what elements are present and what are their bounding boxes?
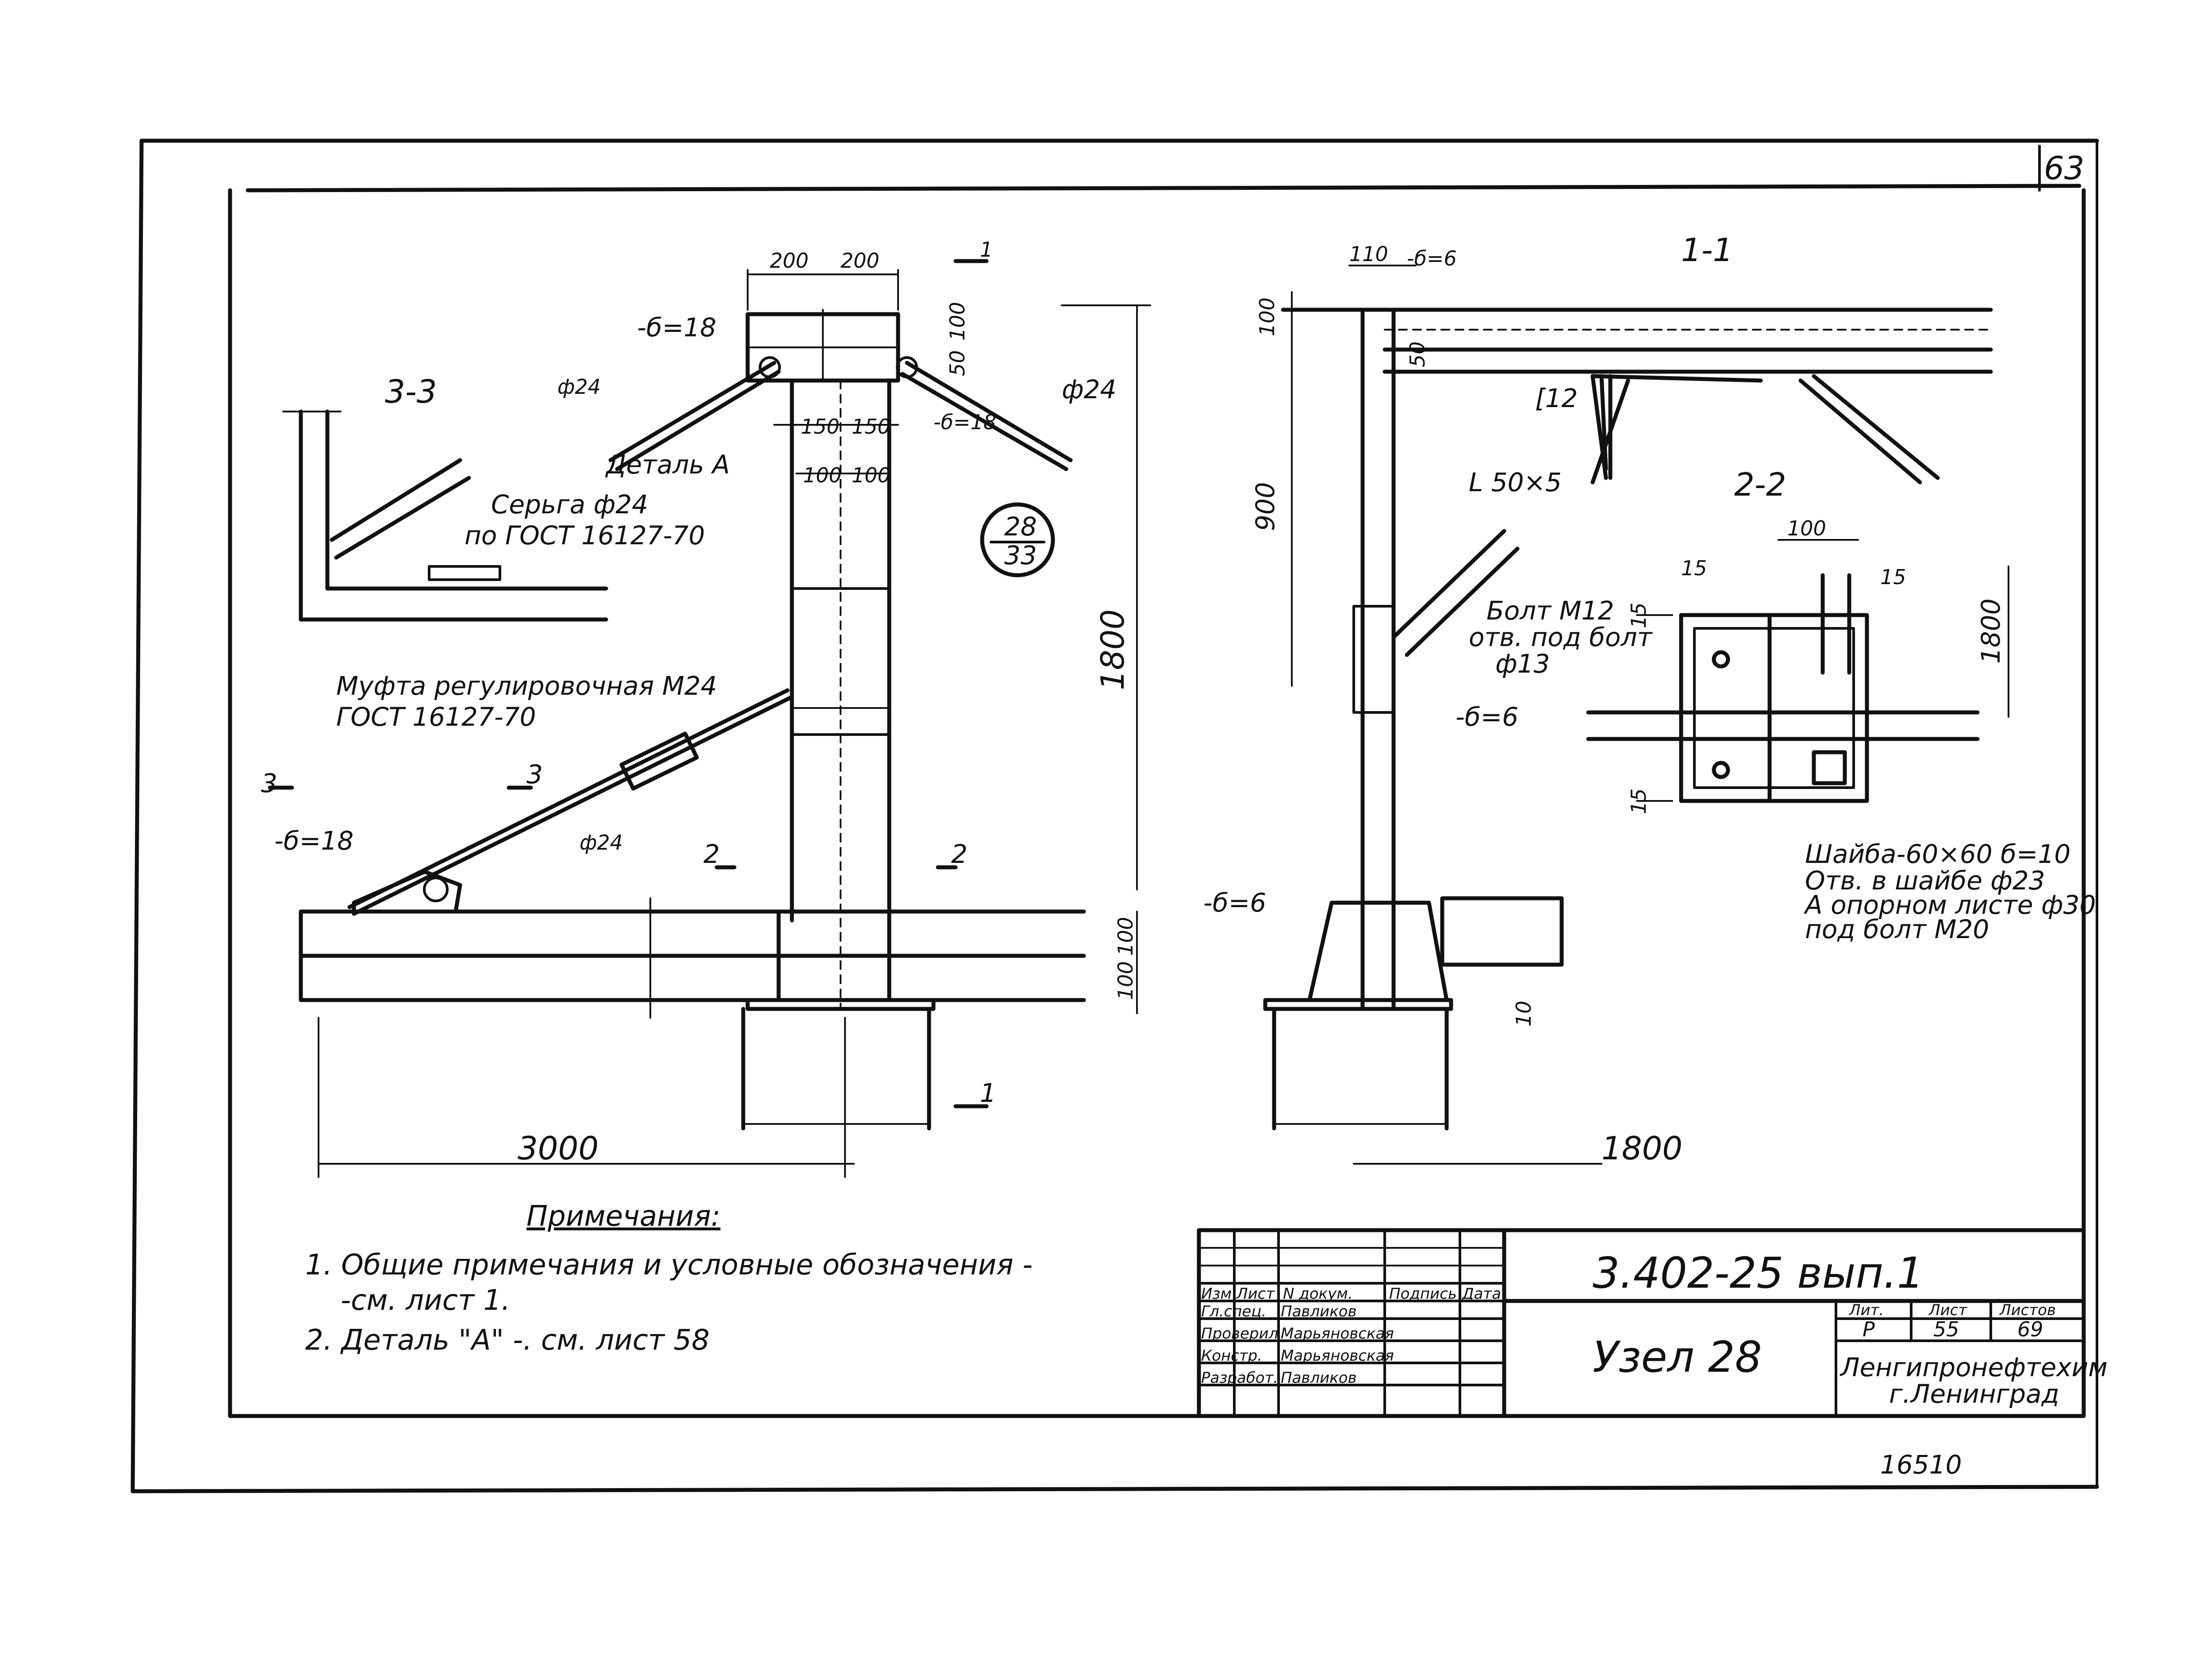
sheet-frame bbox=[131, 139, 2099, 1493]
angle-label: L 50×5 bbox=[1469, 467, 1562, 497]
dim-mid2-right: 100 bbox=[852, 463, 891, 487]
dim-10: 10 bbox=[1512, 1000, 1536, 1027]
washer-line-3: А опорном листе ф30 bbox=[1803, 890, 2096, 920]
plate-right-label: -б=18 bbox=[933, 410, 996, 434]
stage-header: Лит. bbox=[1848, 1301, 1884, 1319]
dim-110: 110 bbox=[1349, 242, 1388, 266]
sheets-header: Листов bbox=[1999, 1301, 2056, 1319]
dim-15-d: 15 bbox=[1627, 788, 1651, 814]
washer-line-4: под болт М20 bbox=[1805, 914, 1989, 944]
organization-name: Ленгипронефтехим bbox=[1839, 1352, 2108, 1382]
rod-right-label: ф24 bbox=[1062, 374, 1116, 404]
section-mark-2-right: 2 bbox=[951, 839, 968, 869]
note-line-2: -см. лист 1. bbox=[341, 1284, 511, 1317]
tb-name-2: Марьяновская bbox=[1281, 1325, 1394, 1343]
plate-base-label: -б=6 bbox=[1203, 888, 1266, 918]
section-mark-3-right: 3 bbox=[526, 759, 543, 789]
dim-mid-right: 150 bbox=[852, 415, 891, 439]
left-elevation bbox=[268, 259, 1151, 1178]
channel-label: [12 bbox=[1535, 383, 1578, 413]
tb-role-4: Разработ. bbox=[1201, 1369, 1278, 1387]
page-number: 63 bbox=[2044, 150, 2085, 187]
coupling-gost: ГОСТ 16127-70 bbox=[336, 702, 536, 732]
dim-15-b: 15 bbox=[1880, 565, 1906, 589]
plate-6-top: -б=6 bbox=[1407, 246, 1457, 270]
bolt-hole-label: отв. под болт bbox=[1469, 622, 1653, 652]
dim-1800-1-1: 1800 bbox=[1601, 1130, 1682, 1167]
dim-right-100a: 100 bbox=[1114, 917, 1137, 956]
section-mark-2-left: 2 bbox=[703, 839, 720, 869]
document-code: 3.402-25 вып.1 bbox=[1593, 1248, 1924, 1298]
tb-name-1: Павликов bbox=[1281, 1303, 1357, 1320]
tb-role-1: Гл.спец. bbox=[1201, 1303, 1266, 1320]
tb-hdr-izm: Изм bbox=[1201, 1285, 1232, 1303]
bolt-dia-label: ф13 bbox=[1495, 649, 1550, 679]
dim-50-1-1: 50 bbox=[1406, 341, 1429, 367]
tb-hdr-date: Дата bbox=[1461, 1285, 1501, 1303]
tb-hdr-doc: N докум. bbox=[1283, 1285, 1353, 1303]
dim-15-c: 15 bbox=[1627, 602, 1651, 628]
plate-low-label: -б=18 bbox=[274, 826, 353, 856]
drawing-name: Узел 28 bbox=[1593, 1332, 1762, 1382]
earring-gost: по ГОСТ 16127-70 bbox=[465, 520, 705, 550]
dim-100-2-2: 100 bbox=[1787, 516, 1826, 540]
dim-1800-2-2: 1800 bbox=[1976, 598, 2006, 664]
section-3-3 bbox=[282, 409, 608, 622]
tb-name-4: Павликов bbox=[1281, 1369, 1357, 1387]
plate-mid-label: -б=6 bbox=[1455, 702, 1518, 732]
dim-top-left: 200 bbox=[770, 249, 809, 273]
sheets-value: 69 bbox=[2017, 1317, 2043, 1341]
dim-right-100b: 100 bbox=[1114, 961, 1137, 1000]
bolt-label: Болт М12 bbox=[1486, 596, 1614, 626]
tb-hdr-sign: Подпись bbox=[1389, 1285, 1457, 1303]
section-1-1 bbox=[1263, 265, 1993, 1165]
dim-mid-left: 150 bbox=[801, 415, 840, 439]
dim-side-100: 100 bbox=[945, 302, 969, 341]
stage-value: Р bbox=[1863, 1317, 1875, 1341]
dim-height-1800: 1800 bbox=[1094, 609, 1131, 690]
dim-900: 900 bbox=[1250, 482, 1280, 531]
archive-number: 16510 bbox=[1880, 1450, 1962, 1480]
coupling-label: Муфта регулировочная М24 bbox=[336, 671, 717, 701]
circle-ref-bottom: 33 bbox=[1004, 540, 1037, 570]
section-2-2 bbox=[1586, 539, 2009, 803]
circle-ref-top: 28 bbox=[1004, 512, 1037, 542]
organization-city: г.Ленинград bbox=[1889, 1379, 2059, 1409]
section-mark-1-bottom: 1 bbox=[980, 1078, 996, 1108]
section-3-3-title: 3-3 bbox=[385, 373, 437, 410]
tb-role-2: Проверил bbox=[1201, 1325, 1278, 1343]
note-line-1: 1. Общие примечания и условные обозначен… bbox=[305, 1249, 1033, 1281]
section-2-2-title: 2-2 bbox=[1734, 466, 1786, 503]
detail-ref-label: Деталь А bbox=[605, 450, 730, 480]
washer-line-2: Отв. в шайбе ф23 bbox=[1805, 866, 2045, 896]
tb-role-3: Констр. bbox=[1201, 1347, 1262, 1365]
tb-hdr-list: Лист bbox=[1236, 1285, 1275, 1303]
section-mark-1-top: 1 bbox=[980, 238, 993, 262]
earring-label: Серьга ф24 bbox=[491, 489, 648, 519]
dim-side-50: 50 bbox=[945, 350, 969, 376]
sheet-header: Лист bbox=[1928, 1301, 1967, 1319]
title-block bbox=[1197, 1228, 2086, 1418]
section-1-1-title: 1-1 bbox=[1681, 231, 1733, 269]
rod-left-label: ф24 bbox=[557, 375, 601, 399]
notes-title: Примечания: bbox=[526, 1200, 721, 1233]
circle-reference bbox=[980, 502, 1055, 577]
note-line-3: 2. Деталь "А" -. см. лист 58 bbox=[305, 1324, 710, 1357]
rod-low-label: ф24 bbox=[580, 831, 623, 854]
washer-line-1: Шайба-60×60 б=10 bbox=[1805, 839, 2070, 869]
tb-name-3: Марьяновская bbox=[1281, 1347, 1394, 1365]
dim-15-a: 15 bbox=[1681, 556, 1707, 580]
dim-span-3000: 3000 bbox=[518, 1130, 599, 1167]
dim-top-right: 200 bbox=[841, 249, 879, 273]
dim-mid2-left: 100 bbox=[803, 463, 842, 487]
sheet-value: 55 bbox=[1933, 1317, 1959, 1341]
dim-100-1-1: 100 bbox=[1255, 297, 1279, 336]
plate-top-label: -б=18 bbox=[637, 312, 716, 342]
section-mark-3-left: 3 bbox=[261, 768, 277, 798]
